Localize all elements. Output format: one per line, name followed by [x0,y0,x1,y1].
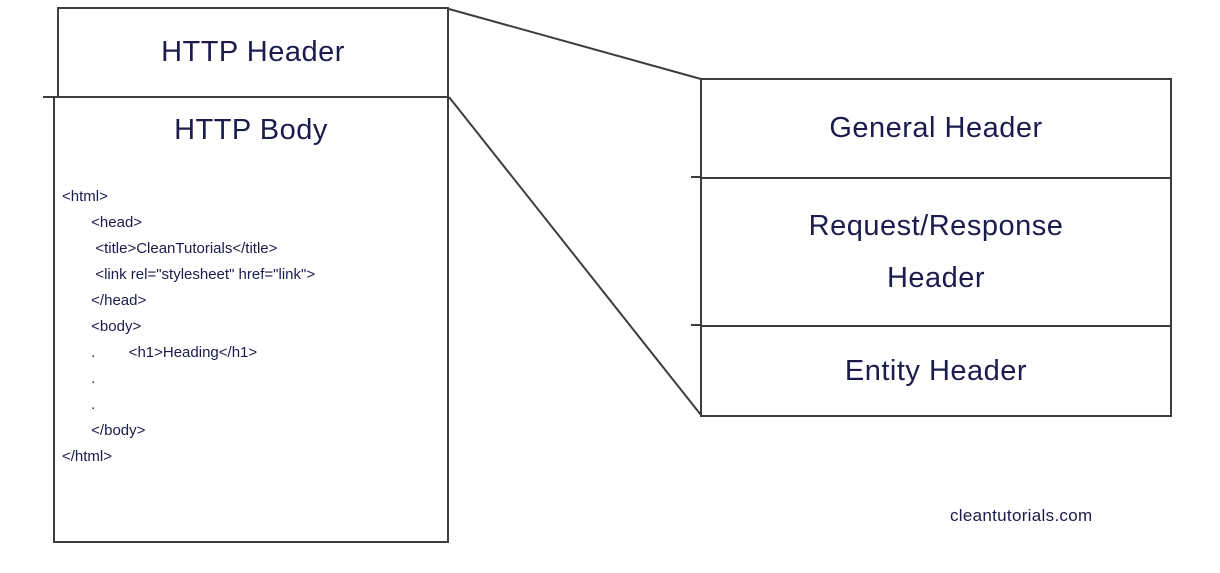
general-header-label: General Header [829,112,1043,144]
connector-line-bottom [448,96,702,416]
http-header-box: HTTP Header [57,7,449,98]
general-header-section: General Header [702,80,1170,177]
entity-header-label: Entity Header [844,354,1028,387]
http-body-label: HTTP Body [174,114,328,146]
http-header-detail-box: General Header Request/Response Header E… [700,78,1172,417]
http-body-box: HTTP Body <html> <head> <title>CleanTuto… [53,96,449,543]
watermark: cleantutorials.com [950,506,1093,525]
request-response-header-label: Request/Response Header [808,209,1064,294]
entity-header-section: Entity Header [702,325,1170,415]
connector-line-top [448,8,702,80]
html-code-sample: <html> <head> <title>CleanTutorials</tit… [62,188,316,465]
request-response-header-section: Request/Response Header [702,177,1170,325]
http-header-label: HTTP Header [161,36,345,68]
divider-tick [43,96,57,98]
